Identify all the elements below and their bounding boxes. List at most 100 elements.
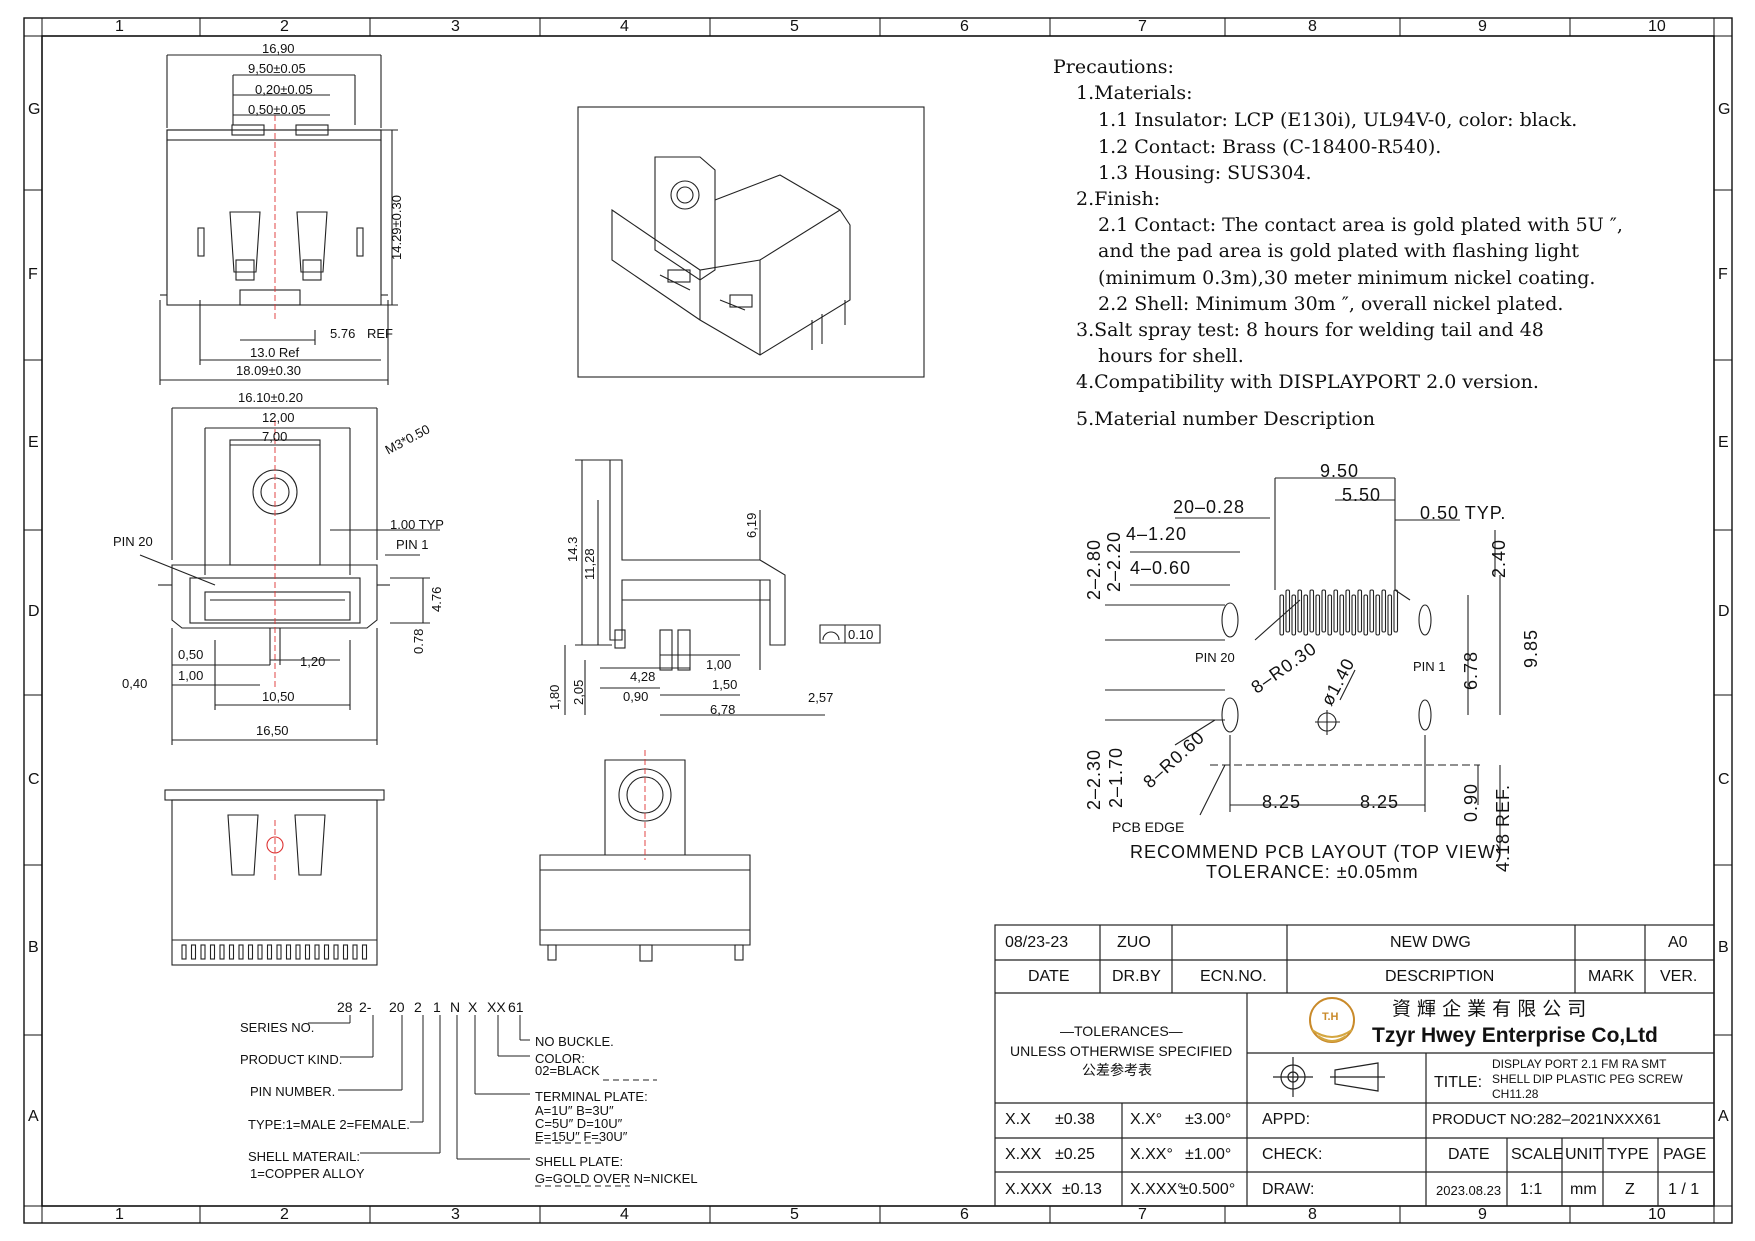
dim-pitch-typ: 1.00 TYP: [390, 517, 444, 532]
pn-color: COLOR:: [535, 1051, 585, 1066]
pcb-d4120: 4–1.20: [1126, 524, 1188, 544]
prec-line-0: 1.Materials:: [1076, 82, 1193, 104]
type-val: Z: [1625, 1181, 1635, 1198]
pcb-d550: 5.50: [1342, 485, 1382, 505]
dim-d090: 0,90: [623, 689, 649, 704]
column-label-bottom-4: 4: [620, 1206, 629, 1223]
column-label-bottom-6: 6: [960, 1206, 969, 1223]
prec-line-8: 2.2 Shell: Minimum 30m ″, overall nickel…: [1098, 293, 1564, 315]
dim-ref-suffix: REF: [367, 326, 393, 341]
column-label-top-8: 8: [1308, 18, 1317, 35]
column-label-bottom-9: 9: [1478, 1206, 1487, 1223]
pn-segment-0: 28: [337, 999, 353, 1015]
header-type: TYPE: [1607, 1146, 1649, 1163]
column-label-top-6: 6: [960, 18, 969, 35]
label-pin1: PIN 1: [396, 537, 429, 552]
dim-ref-13: 13.0 Ref: [250, 345, 300, 360]
pn-segment-5: N: [450, 999, 461, 1015]
header-desc: DESCRIPTION: [1385, 968, 1495, 985]
dim-d040: 0,40: [122, 676, 148, 691]
prec-line-4: 2.Finish:: [1076, 188, 1161, 210]
prec-line-1: 1.1 Insulator: LCP (E130i), UL94V-0, col…: [1098, 109, 1578, 131]
dim-d1050: 10,50: [262, 689, 295, 704]
pcb-caption1: RECOMMEND PCB LAYOUT (TOP VIEW): [1130, 842, 1503, 862]
company-logo: [1309, 997, 1355, 1043]
tol-cn: 公差参考表: [1082, 1063, 1152, 1079]
pcb-pin1: PIN 1: [1413, 659, 1446, 674]
header-date2: DATE: [1448, 1146, 1490, 1163]
column-label-bottom-3: 3: [451, 1206, 460, 1223]
dim-d428: 4,28: [630, 669, 656, 684]
dim-ref-576: 5.76: [330, 326, 356, 341]
dim-d678: 6,78: [710, 702, 736, 717]
prec-line-11: 4.Compatibility with DISPLAYPORT 2.0 ver…: [1076, 371, 1539, 393]
title-line-1: DISPLAY PORT 2.1 FM RA SMT: [1492, 1057, 1667, 1071]
column-label-top-2: 2: [280, 18, 289, 35]
pn-segment-3: 2: [414, 999, 422, 1015]
dim-w3: 7,00: [262, 429, 288, 444]
header-ver: VER.: [1660, 968, 1698, 985]
dim-w2: 12,00: [262, 410, 295, 425]
pn-segment-1: 2-: [359, 999, 372, 1015]
column-label-top-3: 3: [451, 18, 460, 35]
row-label-right-C: C: [1718, 771, 1730, 788]
dim-d257: 2,57: [808, 690, 834, 705]
pcb-edge: PCB EDGE: [1112, 819, 1185, 835]
pn-segment-8: 61: [508, 999, 524, 1015]
tol-r1-a: X.X: [1005, 1111, 1031, 1128]
tol-r1-b: ±0.38: [1055, 1111, 1095, 1128]
dim-d150: 1,50: [712, 677, 738, 692]
pn-t1: A=1U″ B=3U″: [535, 1103, 614, 1118]
precautions-title: Precautions:: [1053, 56, 1174, 78]
tol-r3-c: X.XXX°: [1130, 1181, 1184, 1198]
column-label-top-5: 5: [790, 18, 799, 35]
pn-t2: C=5U″ D=10U″: [535, 1116, 623, 1131]
pn-segment-2: 20: [389, 999, 405, 1015]
isometric-view: [577, 106, 925, 378]
tol-r2-d: ±1.00°: [1185, 1146, 1232, 1163]
header-date: DATE: [1028, 968, 1070, 985]
pn-pin: PIN NUMBER.: [250, 1084, 336, 1099]
row-label-right-A: A: [1718, 1108, 1729, 1125]
rev-by: ZUO: [1117, 934, 1151, 951]
column-label-top-4: 4: [620, 18, 629, 35]
row-label-left-G: G: [28, 101, 41, 118]
tol-sub: UNLESS OTHERWISE SPECIFIED: [1010, 1043, 1233, 1059]
dim-d050: 0,50: [178, 647, 204, 662]
header-mark: MARK: [1588, 968, 1635, 985]
pcb-d950: 9.50: [1320, 461, 1360, 481]
pn-series: SERIES NO.: [240, 1020, 315, 1035]
dim-contact-width: 0,20±0.05: [255, 82, 313, 97]
tol-r1-d: ±3.00°: [1185, 1111, 1232, 1128]
header-scale: SCALE: [1511, 1146, 1564, 1163]
pcb-d2028: 20–0.28: [1173, 497, 1246, 517]
title-label: TITLE:: [1434, 1074, 1483, 1091]
rev-ver: A0: [1668, 934, 1688, 951]
dim-flat: 0.10: [848, 627, 874, 642]
prec-line-6: and the pad area is gold plated with fla…: [1098, 240, 1579, 262]
dim-pitch-span: 9,50±0.05: [248, 61, 306, 76]
dim-pitch: 0,50±0.05: [248, 102, 306, 117]
row-label-left-A: A: [28, 1108, 39, 1125]
pn-t3: E=15U″ F=30U″: [535, 1129, 628, 1144]
pn-segment-6: X: [468, 999, 478, 1015]
label-pin20: PIN 20: [113, 534, 153, 549]
row-label-right-G: G: [1718, 101, 1731, 118]
header-drby: DR.BY: [1112, 968, 1161, 985]
row-label-left-B: B: [28, 939, 39, 956]
dim-w1: 16.10±0.20: [238, 390, 303, 405]
label-check: CHECK:: [1262, 1146, 1323, 1163]
pn-segment-7: XX: [487, 999, 506, 1015]
product-no: PRODUCT NO:282–2021NXXX61: [1432, 1111, 1661, 1128]
pn-no-buckle: NO BUCKLE.: [535, 1034, 614, 1049]
column-label-top-10: 10: [1648, 18, 1666, 35]
tol-r3-a: X.XXX: [1005, 1181, 1053, 1198]
prec-line-10: hours for shell.: [1098, 345, 1244, 367]
unit-val: mm: [1570, 1181, 1597, 1198]
pn-type: TYPE:1=MALE 2=FEMALE.: [248, 1117, 410, 1132]
prec-line-2: 1.2 Contact: Brass (C-18400-R540).: [1098, 136, 1442, 158]
title-line-3: CH11.28: [1492, 1087, 1539, 1101]
prec-line-9: 3.Salt spray test: 8 hours for welding t…: [1076, 319, 1544, 341]
row-label-right-D: D: [1718, 603, 1730, 620]
